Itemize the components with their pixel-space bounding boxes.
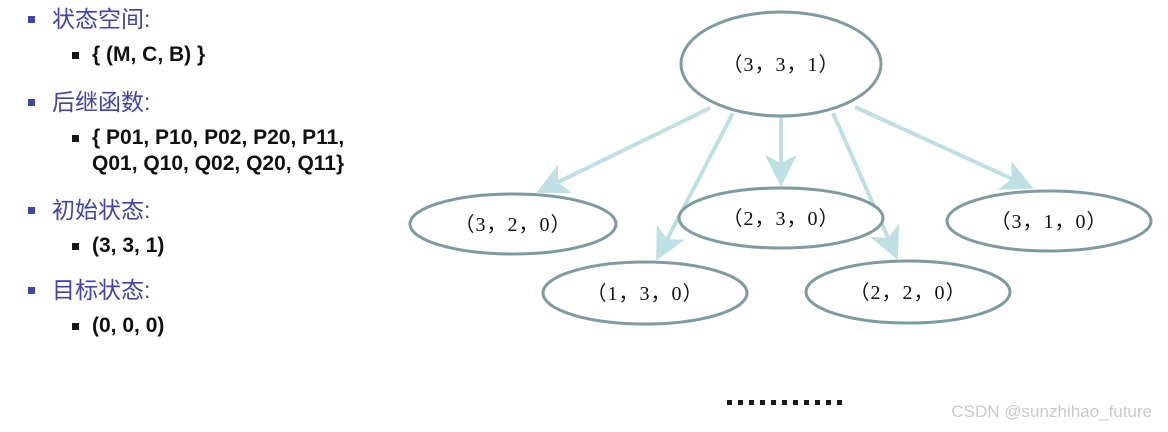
bullet-square-icon [72, 135, 79, 142]
tree-node-child4[interactable]: （1，3，0） [541, 260, 749, 326]
bullet-square-icon [72, 52, 79, 59]
tree-edge [536, 106, 711, 194]
bullet-square-icon [28, 99, 35, 106]
state-space-tree-diagram: （3，3，1） （3，2，0） （2，3，0） （3，1，0） （1，3，0） … [400, 0, 1168, 432]
tree-edges [536, 105, 1034, 261]
tree-node-child1[interactable]: （3，2，0） [408, 192, 618, 256]
outline-item-1: 后继函数: [28, 88, 150, 116]
outline-list: 状态空间: { (M, C, B) } 后继函数: { P01, P10, P0… [0, 0, 400, 432]
tree-edge [831, 112, 900, 260]
tree-node-label: （2，2，0） [850, 281, 967, 304]
tree-node-label: （3，2，0） [455, 213, 572, 236]
outline-item-label: 目标状态: [52, 277, 151, 303]
ellipsis-dot [738, 400, 743, 405]
outline-item-2: 初始状态: [28, 196, 150, 224]
tree-edge [854, 105, 1034, 190]
tree-node-label: （1，3，0） [587, 282, 704, 305]
ellipsis-dot [771, 400, 776, 405]
outline-subitem-label: (0, 0, 0) [92, 314, 165, 337]
watermark-text: CSDN @sunzhihao_future [951, 402, 1152, 421]
tree-edge [656, 112, 735, 261]
outline-item-3: 目标状态: [28, 276, 150, 304]
ellipsis-dot [793, 400, 798, 405]
tree-node-label: （2，3，0） [723, 207, 840, 230]
ellipsis-dot [727, 400, 732, 405]
ellipsis-dot [815, 400, 820, 405]
tree-nodes: （3，3，1） （3，2，0） （2，3，0） （3，1，0） （1，3，0） … [408, 10, 1153, 326]
outline-subitem-label: (3, 3, 1) [92, 234, 165, 257]
outline-subitem-line: Q01, Q10, Q02, Q20, Q11} [92, 152, 345, 175]
tree-node-child2[interactable]: （2，3，0） [677, 186, 885, 250]
tree-node-child5[interactable]: （2，2，0） [804, 259, 1012, 325]
bullet-square-icon [28, 287, 35, 294]
tree-node-label: （3，1，0） [991, 210, 1108, 233]
outline-item-label: 状态空间: [52, 6, 151, 32]
outline-item-0: 状态空间: [28, 5, 150, 33]
outline-subitem-2-0: (3, 3, 1) [72, 233, 164, 259]
ellipsis-dot [804, 400, 809, 405]
bullet-square-icon [28, 207, 35, 214]
tree-node-root[interactable]: （3，3，1） [679, 10, 883, 118]
ellipsis-dot [760, 400, 765, 405]
outline-subitem-3-0: (0, 0, 0) [72, 313, 164, 339]
tree-node-label: （3，3，1） [723, 53, 840, 76]
ellipsis-dot [782, 400, 787, 405]
bullet-square-icon [28, 16, 35, 23]
outline-subitem-1-0: { P01, P10, P02, P20, P11, Q01, Q10, Q02… [72, 125, 344, 177]
bullet-square-icon [72, 323, 79, 330]
ellipsis-dots [727, 400, 842, 405]
bullet-square-icon [72, 243, 79, 250]
tree-node-child3[interactable]: （3，1，0） [945, 189, 1153, 253]
outline-subitem-line: { P01, P10, P02, P20, P11, [92, 126, 345, 149]
outline-subitem-label: { (M, C, B) } [92, 43, 206, 66]
outline-item-label: 后继函数: [52, 89, 151, 115]
ellipsis-dot [837, 400, 842, 405]
ellipsis-dot [749, 400, 754, 405]
outline-subitem-0-0: { (M, C, B) } [72, 42, 205, 68]
ellipsis-dot [826, 400, 831, 405]
outline-subitem-label: { P01, P10, P02, P20, P11, Q01, Q10, Q02… [92, 125, 344, 177]
outline-item-label: 初始状态: [52, 197, 151, 223]
